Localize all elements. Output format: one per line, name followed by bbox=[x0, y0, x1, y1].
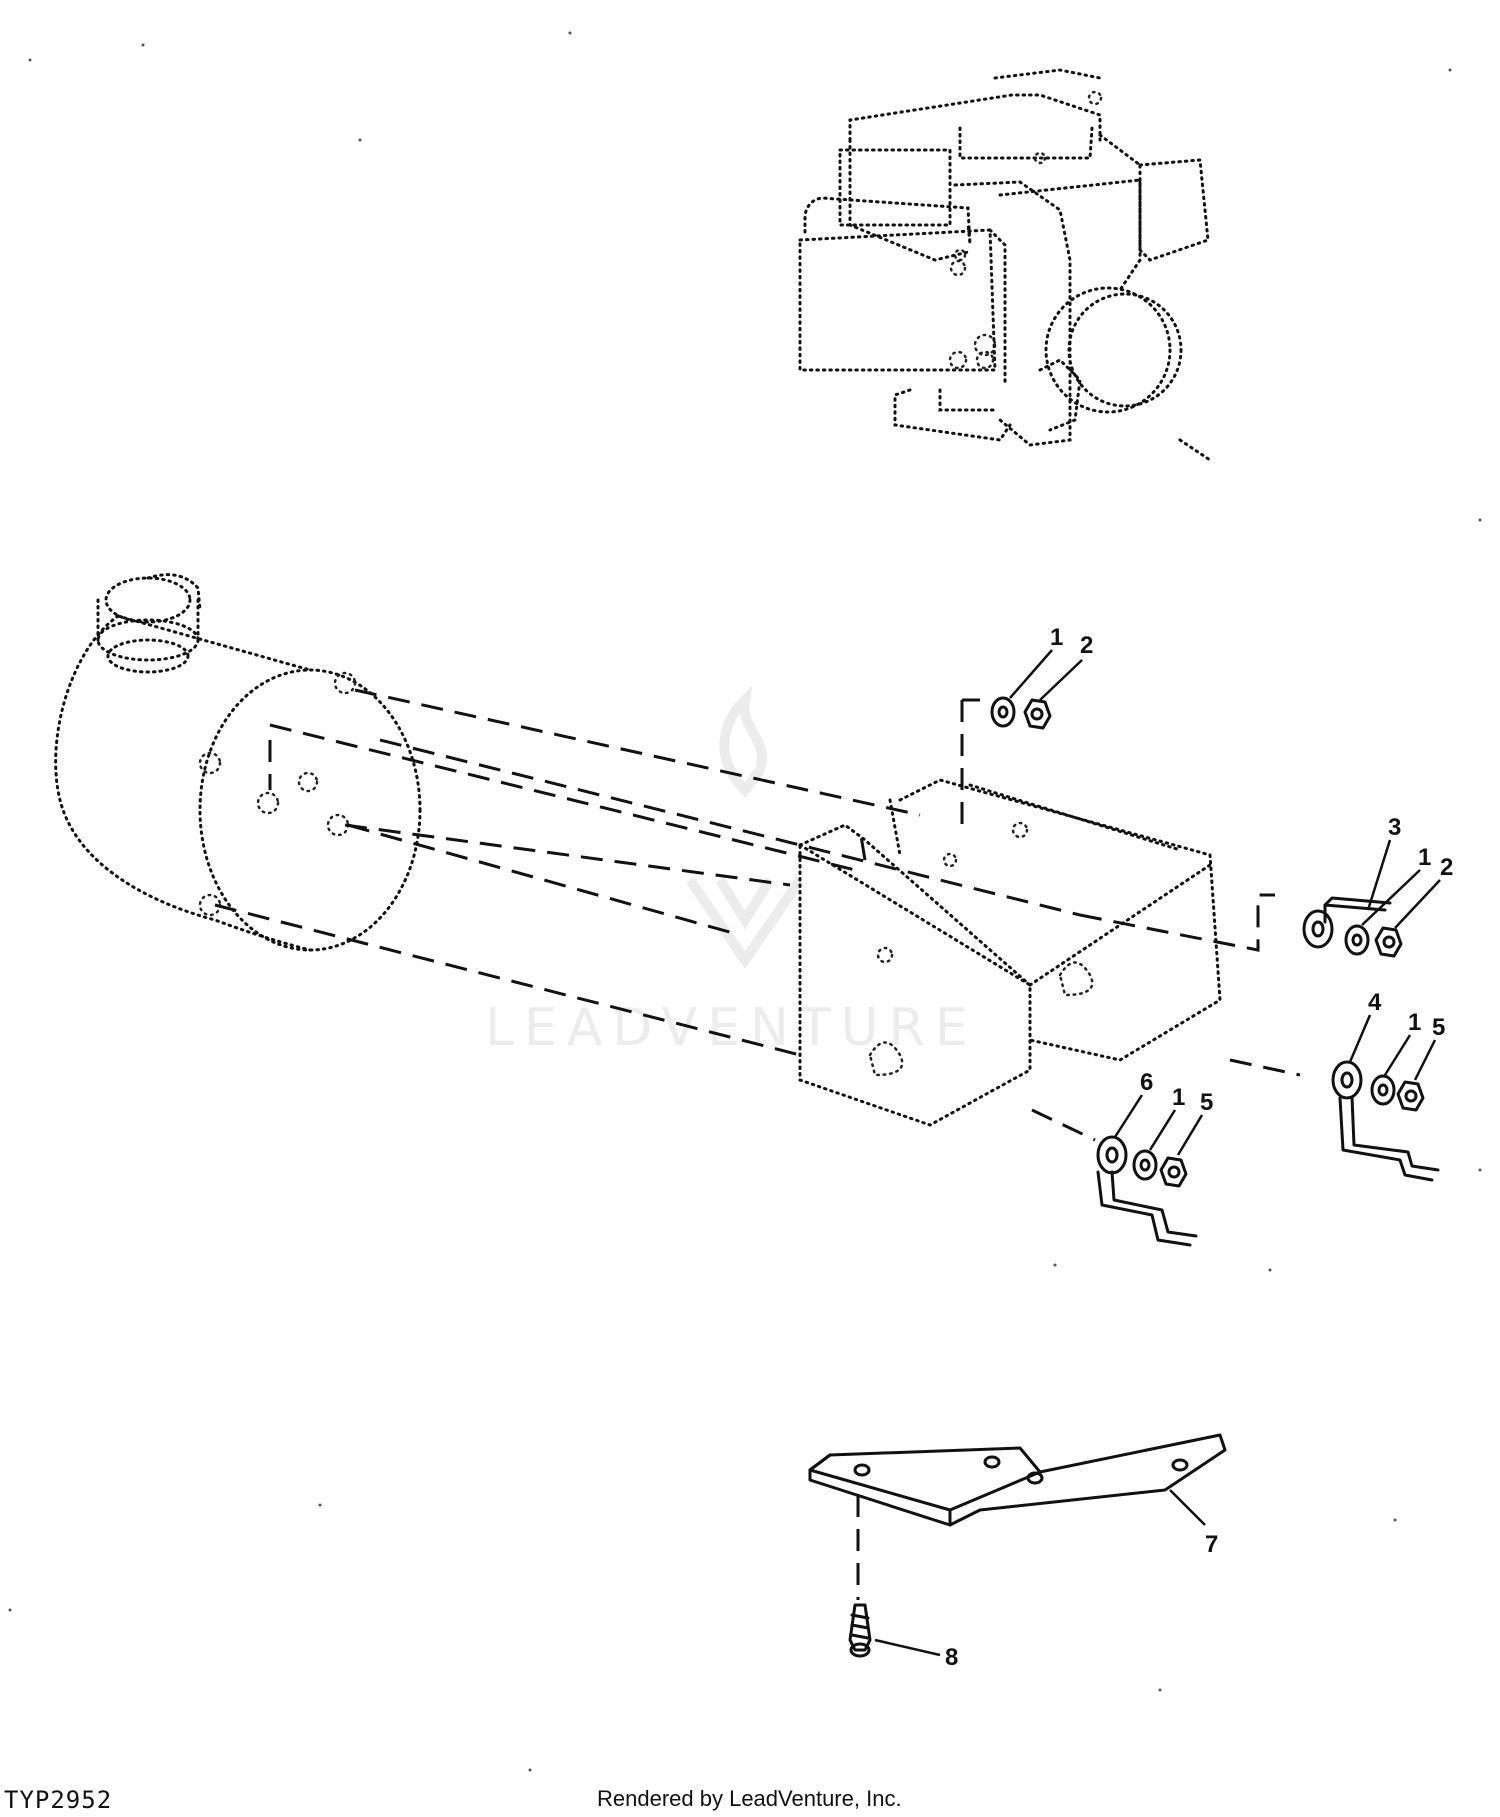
tank-end-face bbox=[198, 668, 422, 952]
assembly-lines bbox=[214, 688, 1301, 1600]
link-rod-4 bbox=[1331, 1060, 1440, 1182]
callouts: 1 2 3 1 2 4 1 5 6 1 5 7 8 bbox=[945, 624, 1453, 1671]
nut-low bbox=[1159, 1156, 1188, 1188]
tank-mount-block bbox=[798, 778, 1222, 1127]
washer-right bbox=[1370, 1074, 1396, 1106]
washer-top bbox=[990, 696, 1016, 728]
scan-specks bbox=[8, 31, 1482, 1772]
callout-washer-right: 1 bbox=[1408, 1009, 1421, 1036]
washer-low bbox=[1132, 1149, 1158, 1181]
callout-nut-top: 2 bbox=[1080, 632, 1093, 659]
nut-right bbox=[1396, 1080, 1425, 1112]
leader-lines bbox=[874, 649, 1441, 1657]
tank-cap bbox=[104, 576, 192, 624]
washer-mid bbox=[1344, 924, 1370, 956]
engine-outline bbox=[798, 68, 1212, 462]
bracket-7 bbox=[808, 1433, 1227, 1527]
render-credit: Rendered by LeadVenture, Inc. bbox=[597, 1786, 902, 1811]
callout-washer-top: 1 bbox=[1050, 624, 1063, 651]
hardware bbox=[808, 696, 1440, 1658]
link-rod-6 bbox=[1096, 1135, 1198, 1247]
callout-link-rod-6: 6 bbox=[1140, 1069, 1153, 1096]
fuel-tank-outline bbox=[54, 573, 422, 952]
nut-mid bbox=[1374, 926, 1403, 958]
watermark-logo bbox=[685, 685, 805, 969]
nut-top bbox=[1023, 698, 1052, 730]
watermark-text: LEADVENTURE bbox=[485, 998, 978, 1058]
callout-screw: 8 bbox=[945, 1644, 958, 1671]
watermark: LEADVENTURE bbox=[485, 685, 978, 1058]
callout-bracket: 7 bbox=[1205, 1531, 1218, 1558]
callout-link-rod-4: 4 bbox=[1368, 989, 1382, 1016]
figure-id: TYP2952 bbox=[4, 1786, 113, 1814]
callout-nut-low: 5 bbox=[1200, 1089, 1213, 1116]
callout-link-rod-3: 3 bbox=[1388, 814, 1401, 841]
callout-washer-low: 1 bbox=[1172, 1084, 1185, 1111]
callout-nut-right: 5 bbox=[1432, 1014, 1445, 1041]
screw-8 bbox=[848, 1603, 872, 1658]
callout-nut-mid: 2 bbox=[1440, 854, 1453, 881]
callout-washer-mid: 1 bbox=[1418, 844, 1431, 871]
